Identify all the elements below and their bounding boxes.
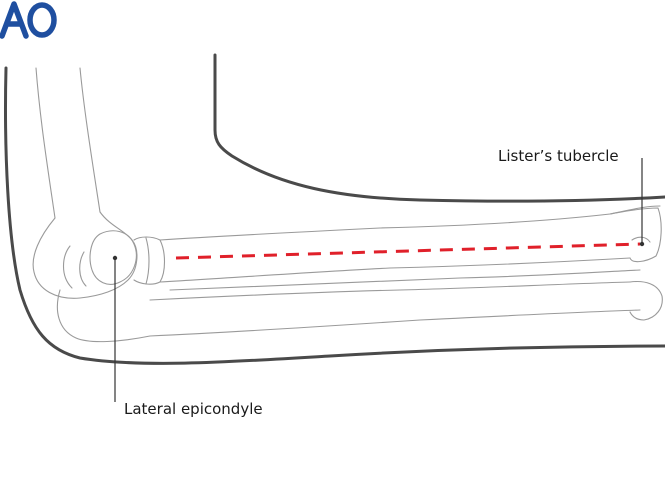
torso-contour — [213, 53, 665, 203]
trochlea-outline — [62, 245, 87, 289]
listers-tubercle-label: Lister’s tubercle — [498, 147, 619, 165]
logo-letter-o — [27, 2, 57, 38]
skin-outline — [4, 53, 665, 365]
lateral-epicondyle-leader-dot — [112, 255, 118, 261]
bones — [32, 67, 663, 343]
radius-lower-edge — [159, 257, 631, 283]
ulna-lower-edge — [149, 309, 641, 337]
interosseous-line — [169, 269, 641, 291]
distal-ulna-outline — [629, 280, 663, 321]
ao-foundation-logo-icon: AO — [0, 1, 57, 39]
olecranon-outline — [56, 289, 151, 343]
listers-tubercle-leader-dot — [639, 241, 645, 247]
ulna-upper-edge — [149, 281, 631, 301]
lateral-epicondyle-label: Lateral epicondyle — [124, 400, 263, 418]
leader-lines — [112, 158, 645, 402]
radial-neck-outline — [145, 237, 150, 285]
arm-outer-contour — [4, 66, 665, 365]
logo-letter-a — [0, 1, 29, 39]
incision-line — [175, 242, 641, 260]
distal-radius-outline — [609, 207, 662, 263]
radius-upper-edge — [159, 205, 661, 241]
capitulum-outline — [89, 230, 137, 285]
humerus-outline — [35, 67, 101, 219]
listers-tubercle-bump — [631, 236, 651, 243]
